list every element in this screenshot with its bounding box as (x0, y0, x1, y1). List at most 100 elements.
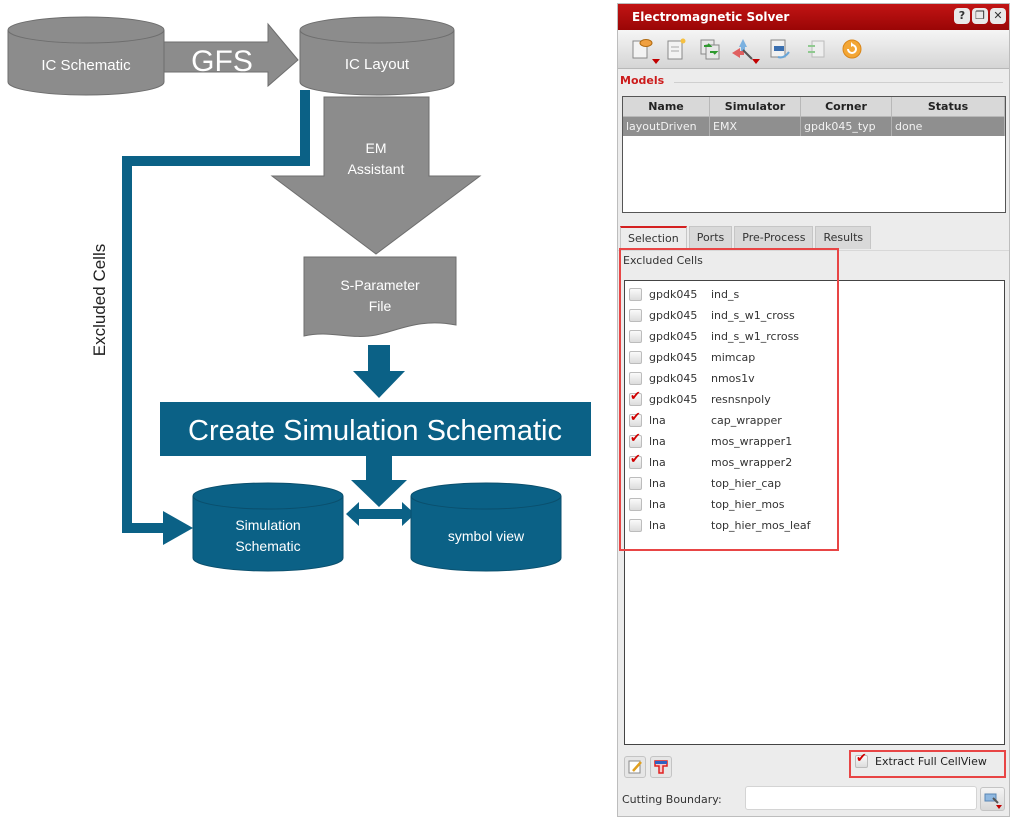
tab-ports[interactable]: Ports (688, 226, 733, 249)
ic-schematic-node: IC Schematic (7, 16, 165, 96)
column-header-simulator[interactable]: Simulator (710, 97, 801, 116)
library-name: gpdk045 (649, 330, 698, 343)
library-name: gpdk045 (649, 351, 698, 364)
tab-pre-process[interactable]: Pre-Process (734, 226, 814, 249)
ic-layout-label: IC Layout (345, 56, 410, 73)
cell-checkbox[interactable] (629, 519, 642, 532)
library-name: lna (649, 519, 666, 532)
em-assistant-label-1: EM (366, 140, 387, 156)
library-name: lna (649, 498, 666, 511)
cell-checkbox[interactable] (629, 288, 642, 301)
cell-checkbox[interactable] (629, 477, 642, 490)
table-row[interactable]: layoutDriven EMX gpdk045_typ done (623, 117, 1005, 136)
cell-name: mos_wrapper2 (711, 456, 793, 469)
library-name: gpdk045 (649, 309, 698, 322)
cell-name: mos_wrapper1 (711, 435, 793, 448)
ic-schematic-label: IC Schematic (41, 57, 131, 74)
port-tool-icon[interactable] (730, 37, 760, 64)
cell-checkbox[interactable] (629, 410, 642, 427)
cell-checkbox[interactable] (629, 330, 642, 343)
library-name: lna (649, 477, 666, 490)
extract-full-cellview-label: Extract Full CellView (875, 755, 987, 768)
cell-simulator: EMX (710, 117, 801, 136)
cell-checkbox[interactable] (629, 498, 642, 511)
column-header-status[interactable]: Status (892, 97, 1005, 116)
excluded-cells-arrowhead (163, 511, 193, 545)
copy-arrows-icon[interactable] (698, 37, 722, 61)
gfs-arrow: GFS (159, 22, 299, 88)
create-simulation-schematic-node: Create Simulation Schematic (160, 402, 591, 456)
select-boundary-button[interactable] (980, 787, 1005, 811)
cutting-boundary-input[interactable] (745, 786, 977, 810)
import-icon[interactable] (804, 37, 828, 61)
excluded-cells-header: Excluded Cells (623, 254, 703, 267)
cell-name: layoutDriven (623, 117, 710, 136)
column-header-name[interactable]: Name (623, 97, 710, 116)
gfs-label: GFS (191, 45, 253, 78)
cell-checkbox[interactable] (629, 372, 642, 385)
simulation-schematic-label-2: Schematic (235, 538, 300, 554)
excluded-cells-connector (122, 90, 310, 533)
cell-checkbox[interactable] (629, 452, 642, 469)
cutting-boundary-label: Cutting Boundary: (622, 793, 722, 806)
edit-icon[interactable] (624, 756, 646, 778)
library-name: gpdk045 (649, 288, 698, 301)
models-table: Name Simulator Corner Status layoutDrive… (622, 96, 1006, 213)
cell-name: top_hier_cap (711, 477, 782, 490)
cell-status: done (892, 117, 1005, 136)
cell-name: cap_wrapper (711, 414, 782, 427)
list-item[interactable]: gpdk045 nmos1v (629, 368, 755, 389)
cell-name: nmos1v (711, 372, 755, 385)
help-icon[interactable]: ? (954, 8, 970, 24)
cell-checkbox[interactable] (629, 309, 642, 322)
excluded-cells-highlight (619, 248, 839, 551)
tab-bar: Selection Ports Pre-Process Results (620, 226, 872, 250)
cell-checkbox[interactable] (629, 389, 642, 406)
close-icon[interactable]: ✕ (990, 8, 1006, 24)
new-document-icon[interactable] (664, 37, 688, 61)
panel-titlebar: Electromagnetic Solver ? ❐ ✕ (618, 4, 1009, 30)
symbol-view-node: symbol view (410, 482, 562, 572)
select-boundary-icon (984, 793, 1002, 809)
column-header-corner[interactable]: Corner (801, 97, 892, 116)
cell-checkbox[interactable] (629, 431, 642, 448)
list-item[interactable]: lna top_hier_mos_leaf (629, 515, 810, 536)
list-item[interactable]: lna top_hier_cap (629, 473, 781, 494)
create-simulation-label: Create Simulation Schematic (188, 415, 562, 447)
float-window-icon[interactable]: ❐ (972, 8, 988, 24)
library-name: lna (649, 414, 666, 427)
extract-full-cellview-checkbox[interactable]: Extract Full CellView (855, 751, 987, 768)
new-model-icon[interactable] (630, 37, 660, 64)
checkbox[interactable] (855, 751, 868, 768)
down-arrow-2 (351, 456, 407, 507)
list-item[interactable]: lna cap_wrapper (629, 410, 782, 431)
s-parameter-label-2: File (369, 298, 392, 314)
models-table-header: Name Simulator Corner Status (623, 97, 1005, 117)
symbol-view-label: symbol view (448, 528, 525, 544)
extract-highlight (849, 750, 1006, 778)
s-parameter-file-node: S-Parameter File (303, 256, 457, 337)
refresh-icon[interactable] (840, 37, 864, 61)
electromagnetic-solver-panel: Electromagnetic Solver ? ❐ ✕ (617, 3, 1010, 817)
em-assistant-label-2: Assistant (348, 161, 405, 177)
tab-selection[interactable]: Selection (620, 226, 687, 250)
excluded-cells-label: Excluded Cells (90, 244, 109, 356)
models-section-label: Models (620, 74, 665, 87)
cell-checkbox[interactable] (629, 351, 642, 364)
list-item[interactable]: gpdk045 ind_s_w1_cross (629, 305, 795, 326)
cell-name: ind_s_w1_cross (711, 309, 795, 322)
cell-name: top_hier_mos_leaf (711, 519, 811, 532)
panel-title: Electromagnetic Solver (632, 10, 790, 24)
cutting-shape-icon[interactable] (650, 756, 672, 778)
tab-results[interactable]: Results (815, 226, 872, 249)
layout-view-icon[interactable] (768, 37, 792, 61)
library-name: gpdk045 (649, 372, 698, 385)
